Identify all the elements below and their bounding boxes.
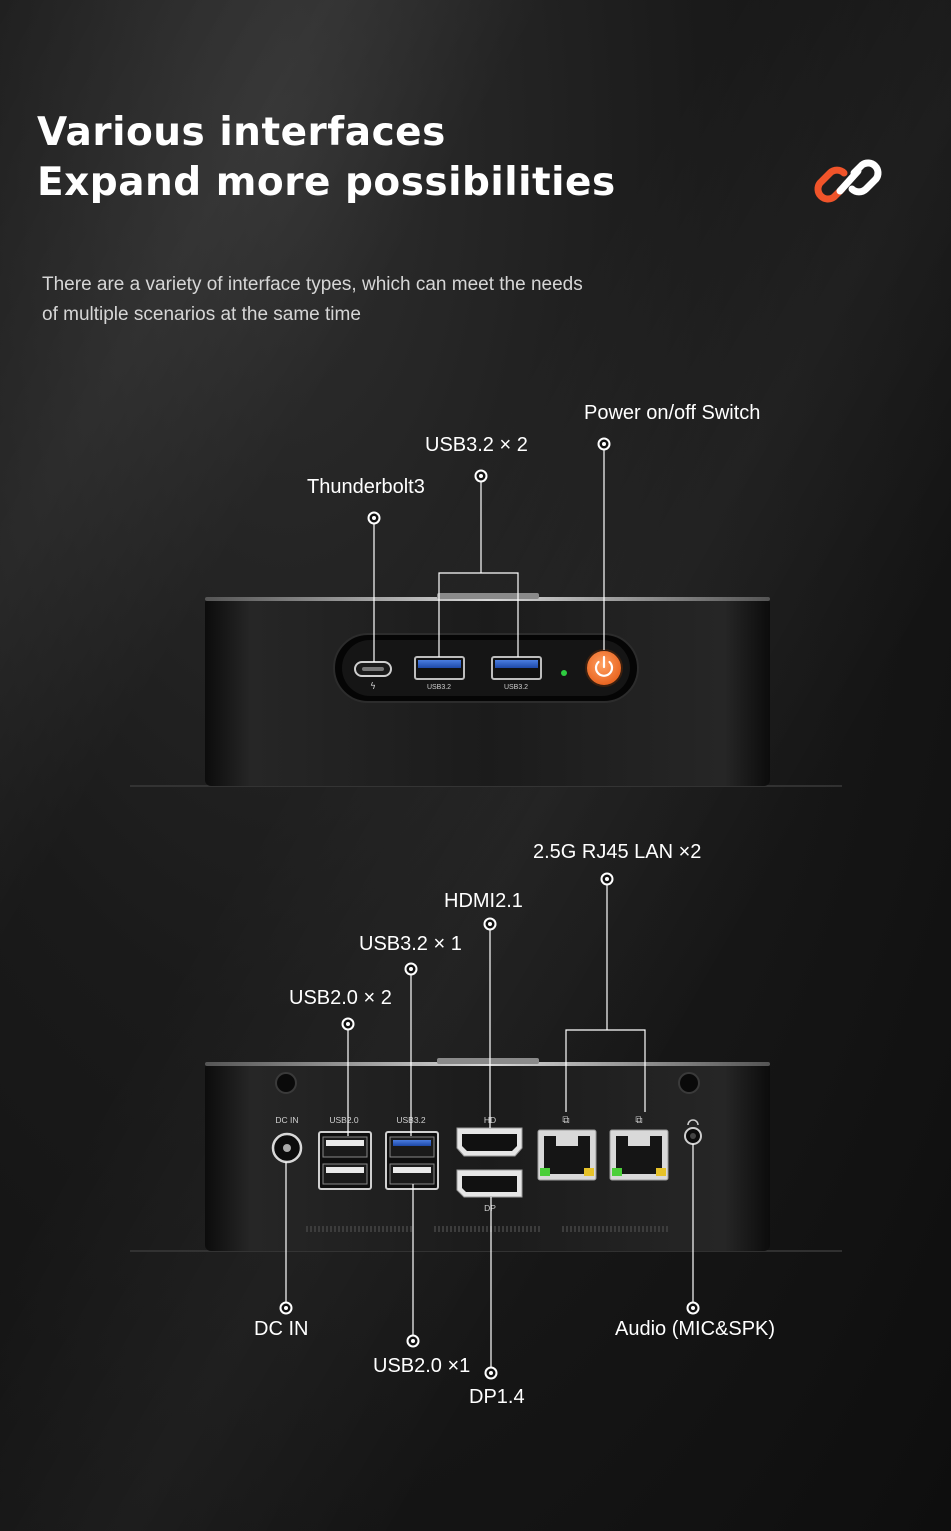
rear-callout-dots (279, 872, 700, 1380)
label-power-switch: Power on/off Switch (584, 402, 761, 424)
svg-text:DP: DP (484, 1203, 496, 1213)
label-rear-usb32: USB3.2 × 1 (359, 933, 462, 955)
svg-text:⧉: ⧉ (562, 1115, 569, 1126)
label-usb20-dual: USB2.0 × 2 (289, 987, 392, 1009)
svg-text:USB2.0: USB2.0 (329, 1115, 359, 1125)
label-front-usb32: USB3.2 × 2 (425, 434, 528, 456)
label-dp14: DP1.4 (469, 1386, 525, 1408)
front-callout-dots (367, 437, 611, 525)
usb20-stack-port (318, 1131, 372, 1190)
front-usb32-port-2: USB3.2 (491, 656, 542, 691)
svg-text:USB3.2: USB3.2 (427, 684, 451, 691)
label-rj45-lan: 2.5G RJ45 LAN ×2 (533, 841, 702, 863)
title-line-1: Various interfaces (37, 110, 446, 155)
label-dc-in: DC IN (254, 1318, 309, 1340)
front-callout-lines (373, 444, 605, 662)
thunderbolt-port: ϟ (354, 661, 392, 692)
front-usb32-port-1: USB3.2 (414, 656, 465, 691)
subtitle-line-2: of multiple scenarios at the same time (42, 304, 361, 325)
svg-text:USB3.2: USB3.2 (504, 684, 528, 691)
power-button (585, 649, 623, 687)
label-thunderbolt3: Thunderbolt3 (307, 476, 425, 498)
chain-link-icon (814, 159, 882, 203)
label-usb20-single: USB2.0 ×1 (373, 1355, 471, 1377)
lan-port-1: ⧉ (537, 1115, 597, 1181)
displayport-port (456, 1169, 523, 1198)
page-subtitle: There are a variety of interface types, … (42, 270, 642, 330)
svg-text:DC IN: DC IN (275, 1115, 298, 1125)
front-panel-device (205, 593, 770, 786)
svg-text:ϟ: ϟ (370, 682, 376, 692)
audio-jack (684, 1119, 702, 1145)
rear-callout-lines (285, 879, 694, 1373)
subtitle-line-1: There are a variety of interface types, … (42, 274, 583, 295)
usb32-stack-port (385, 1131, 439, 1190)
hdmi-port (456, 1127, 523, 1157)
lan-port-2: ⧉ (609, 1115, 669, 1181)
title-line-2: Expand more possibilities (37, 160, 616, 205)
dc-in-port (271, 1132, 303, 1164)
svg-text:⧉: ⧉ (635, 1115, 642, 1126)
label-hdmi21: HDMI2.1 (444, 890, 523, 912)
page-title: Various interfaces Expand more possibili… (37, 108, 616, 208)
power-indicator-led (561, 670, 567, 676)
label-audio: Audio (MIC&SPK) (615, 1318, 776, 1340)
